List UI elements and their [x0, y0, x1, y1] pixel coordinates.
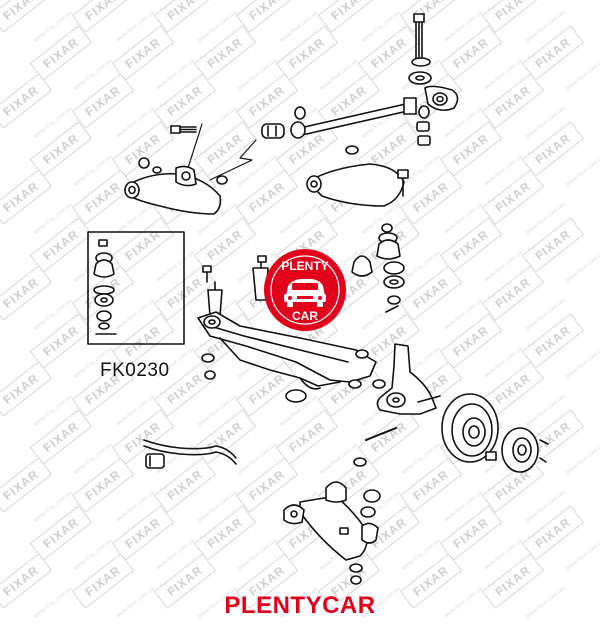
lower-control-arm [283, 481, 381, 585]
brake-disc [441, 393, 499, 463]
kit-label-fk0230: FK0230 [100, 360, 170, 381]
steering-knuckle [376, 343, 441, 415]
fk0230-detail-box [87, 231, 185, 345]
wheel-hub [485, 427, 549, 473]
logo-bottom-text: CAR [292, 309, 318, 323]
subframe-hardware [201, 349, 386, 403]
upper-pivot-bolt [408, 13, 432, 85]
logo-top-text: PLENTY [281, 259, 328, 273]
crossmember-bolts [202, 255, 269, 317]
upper-left-control-arm [124, 157, 228, 215]
upper-left-bolt [170, 125, 197, 134]
plentycar-logo: PLENTY CAR [264, 249, 346, 331]
upper-right-control-arm [306, 145, 409, 207]
subframe-crossmember [197, 311, 377, 390]
upper-cross-shaft [261, 97, 430, 139]
upper-right-nuts [416, 121, 431, 146]
upper-right-bushing [424, 85, 459, 112]
stabilizer-bar [143, 439, 237, 469]
tie-rod-bolt [353, 427, 397, 467]
right-ball-joint-stack [351, 223, 405, 313]
footer-brand: PLENTYCAR [224, 592, 376, 619]
